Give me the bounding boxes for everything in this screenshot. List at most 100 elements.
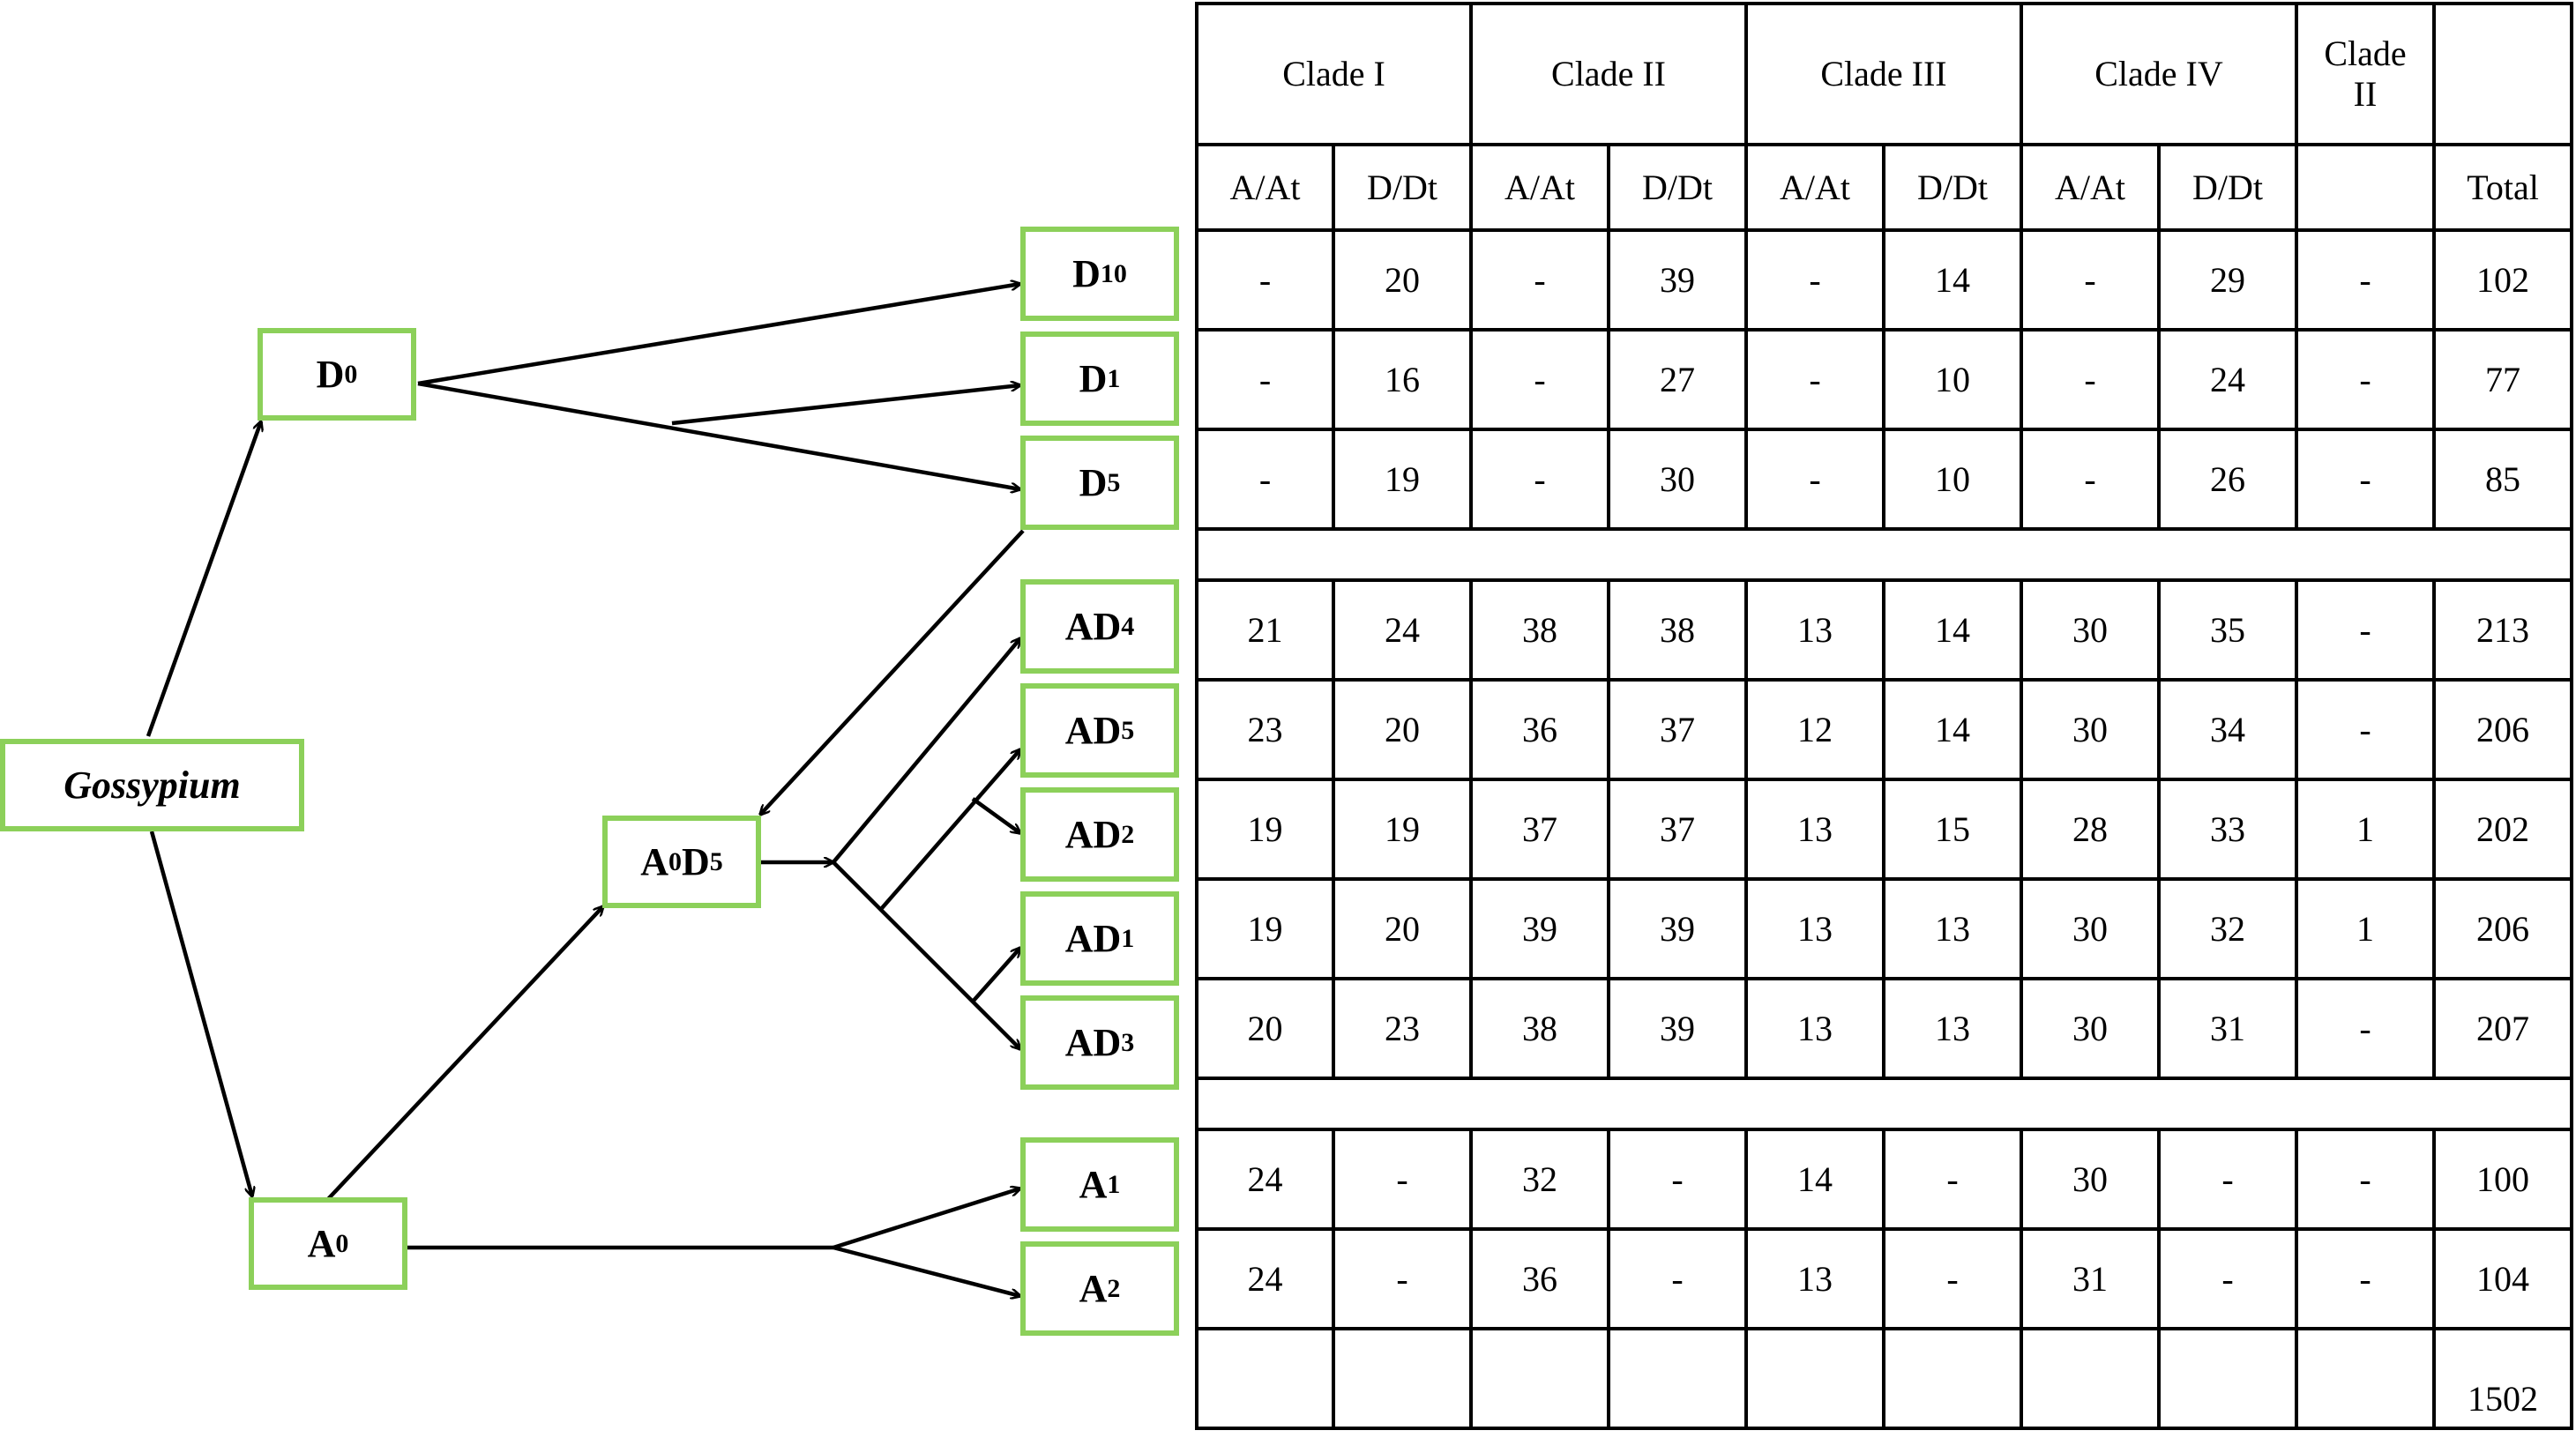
count-cell: 20: [1195, 977, 1335, 1080]
edge-gossypium-a0: [149, 831, 252, 1196]
count-cell: 23: [1195, 678, 1335, 781]
count-cell: 30: [2020, 877, 2161, 980]
node-gossypium-label: Gossypium: [63, 764, 241, 807]
count-cell: 20: [1332, 877, 1473, 980]
node-d0-base: D: [316, 353, 345, 396]
subgenome-header: D/Dt: [2157, 143, 2298, 232]
node-d1-sub: 1: [1107, 363, 1121, 393]
count-cell: -: [1744, 428, 1885, 531]
count-cell: 14: [1882, 678, 2023, 781]
count-cell: 24: [1195, 1227, 1335, 1330]
count-cell: 14: [1744, 1128, 1885, 1231]
node-a0-sub: 0: [335, 1228, 349, 1258]
subgenome-header: A/At: [1469, 143, 1610, 232]
node-d10-sub: 10: [1100, 258, 1127, 288]
clade-header: Clade III: [1744, 2, 2023, 146]
count-cell: 21: [1195, 578, 1335, 682]
empty-cell: [2157, 1327, 2298, 1430]
edge-branch-ad5: [880, 749, 1020, 910]
count-cell: -: [1469, 428, 1610, 531]
count-cell: 13: [1744, 877, 1885, 980]
count-cell: 23: [1332, 977, 1473, 1080]
count-cell: -: [1469, 228, 1610, 332]
table-row: -20-39-14-29-102: [1195, 228, 2573, 332]
edge-d0-d1: [671, 385, 1020, 426]
clade-header-row: Clade I Clade II Clade III Clade IV Clad…: [1195, 2, 2573, 146]
subgenome-header: A/At: [1744, 143, 1885, 232]
count-cell: -: [2295, 1227, 2436, 1330]
count-cell: 20: [1332, 228, 1473, 332]
count-cell: 10: [1882, 428, 2023, 531]
count-cell: -: [2020, 428, 2161, 531]
count-cell: -: [1607, 1128, 1748, 1231]
edge-split-a1: [833, 1188, 1020, 1250]
node-ad2-base: AD: [1064, 813, 1122, 856]
count-cell: -: [2295, 578, 2436, 682]
count-cell: 27: [1607, 328, 1748, 431]
count-cell: -: [1744, 328, 1885, 431]
node-a0d5-sub1: 0: [668, 846, 682, 876]
total-header: Total: [2432, 143, 2573, 232]
row-total-cell: 77: [2432, 328, 2573, 431]
count-cell: -: [2295, 1128, 2436, 1231]
grand-total-row: 1502: [1195, 1327, 2573, 1430]
count-cell: 29: [2157, 228, 2298, 332]
count-cell: -: [2020, 228, 2161, 332]
subgenome-header: A/At: [2020, 143, 2161, 232]
node-ad1-sub: 1: [1121, 923, 1135, 953]
count-cell: -: [1469, 328, 1610, 431]
count-cell: -: [2295, 228, 2436, 332]
node-ad4-sub: 4: [1121, 611, 1135, 641]
subgenome-header: A/At: [1195, 143, 1335, 232]
subgenome-header: D/Dt: [1607, 143, 1748, 232]
count-cell: 30: [1607, 428, 1748, 531]
empty-cell: [2295, 1327, 2436, 1430]
count-cell: 36: [1469, 1227, 1610, 1330]
count-cell: 14: [1882, 578, 2023, 682]
row-total-cell: 207: [2432, 977, 2573, 1080]
count-cell: 39: [1607, 977, 1748, 1080]
group-separator: [1195, 1077, 2573, 1131]
clade-count-table-wrapper: Clade I Clade II Clade III Clade IV Clad…: [1195, 2, 2573, 1430]
count-cell: 24: [2157, 328, 2298, 431]
node-d5-sub: 5: [1107, 467, 1121, 497]
clade-header: Clade I: [1195, 2, 1473, 146]
count-cell: 26: [2157, 428, 2298, 531]
count-cell: 30: [2020, 578, 2161, 682]
count-cell: -: [2295, 428, 2436, 531]
node-d10-base: D: [1072, 252, 1101, 295]
node-gossypium: Gossypium: [0, 739, 304, 831]
subgenome-header: D/Dt: [1332, 143, 1473, 232]
empty-cell: [1195, 1327, 1335, 1430]
count-cell: 37: [1607, 778, 1748, 881]
row-total-cell: 206: [2432, 877, 2573, 980]
count-cell: 31: [2157, 977, 2298, 1080]
clade-header-blank: [2432, 2, 2573, 146]
node-a0d5-base2: D: [682, 840, 710, 883]
count-cell: 39: [1607, 877, 1748, 980]
row-total-cell: 202: [2432, 778, 2573, 881]
node-a1-sub: 1: [1107, 1169, 1121, 1199]
node-ad5-base: AD: [1064, 709, 1122, 752]
count-cell: 19: [1332, 428, 1473, 531]
count-cell: -: [2020, 328, 2161, 431]
count-cell: -: [1195, 228, 1335, 332]
lineage-edges: [146, 0, 1025, 1438]
count-cell: 39: [1607, 228, 1748, 332]
empty-cell: [1744, 1327, 1885, 1430]
table-row: 24-32-14-30--100: [1195, 1128, 2573, 1231]
node-ad1-base: AD: [1064, 917, 1122, 960]
count-cell: 32: [2157, 877, 2298, 980]
